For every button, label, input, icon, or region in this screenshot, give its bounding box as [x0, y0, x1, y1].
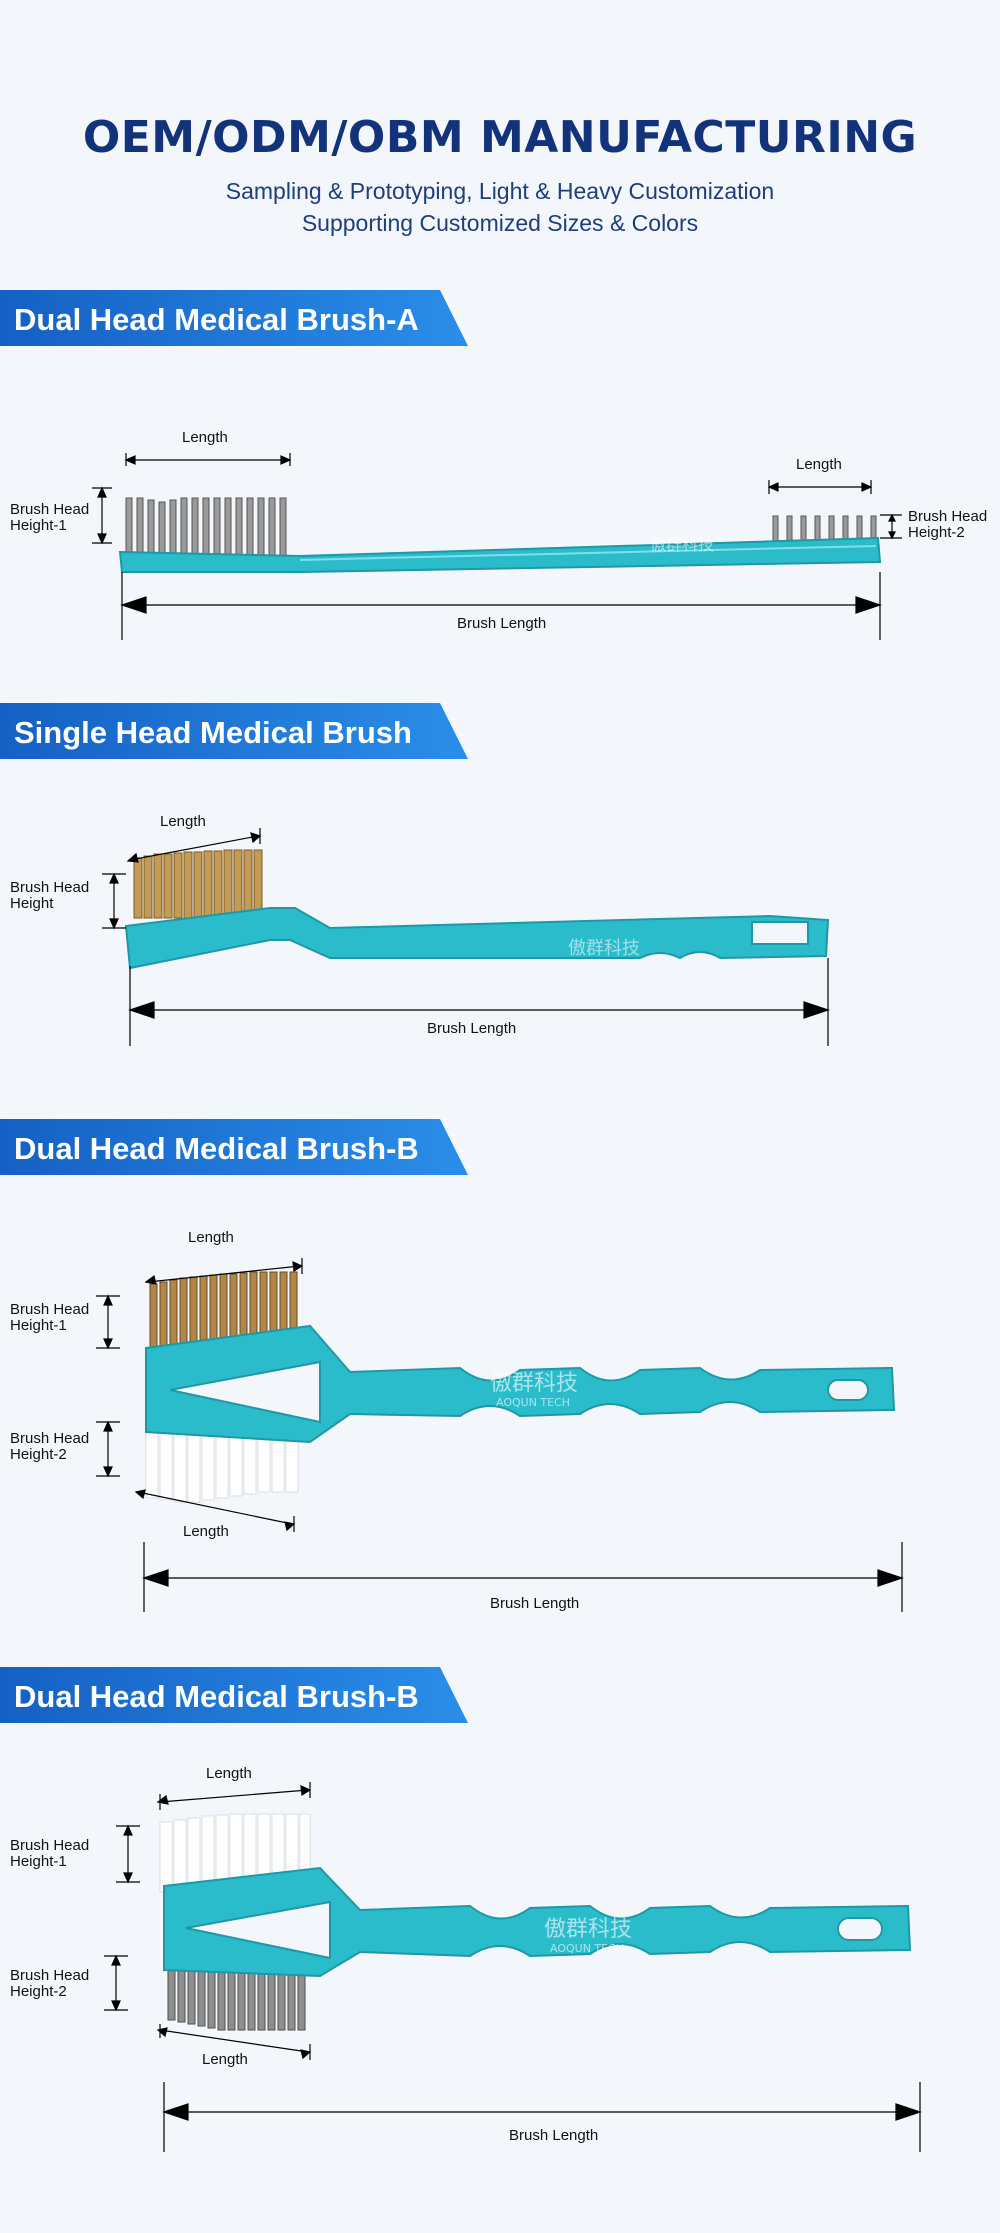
- length-label-1: Length: [188, 1229, 234, 1246]
- length-label-1: Length: [206, 1765, 252, 1782]
- hang-hole: [837, 1917, 883, 1941]
- teal-handle: [124, 907, 830, 970]
- brush-b1-diagram: 傲群科技 AOQUN TECH Length Brush Head Height…: [0, 1222, 1000, 1622]
- length-label-1: Length: [182, 429, 228, 446]
- brush-head-height-1-label: Brush Head Height-1: [10, 501, 90, 534]
- steel-bristles-head-1: [125, 497, 287, 561]
- brush-head-height-2-label: Brush Head Height-2: [908, 508, 988, 541]
- brush-b2-diagram: 傲群科技 AOQUN TECH Length Brush Head Height…: [0, 1760, 1000, 2160]
- teal-handle: [163, 1866, 912, 1978]
- page-subtitle-2: Supporting Customized Sizes & Colors: [301, 210, 699, 236]
- section-title: Dual Head Medical Brush-B: [14, 1131, 419, 1166]
- page-subtitle-1: Sampling & Prototyping, Light & Heavy Cu…: [225, 178, 775, 204]
- brush-length-label: Brush Length: [427, 1020, 517, 1037]
- length-label: Length: [160, 813, 206, 830]
- brass-bristles: [133, 849, 263, 919]
- page-title: OEM/ODM/OBM MANUFACTURING: [82, 112, 918, 163]
- teal-handle: [145, 1324, 896, 1444]
- brush-head-height-label: Brush Head Height: [10, 879, 90, 912]
- brush-a-illustration: 傲群科技: [92, 453, 902, 640]
- brush-b1-illustration: 傲群科技 AOQUN TECH: [96, 1258, 904, 1612]
- length-label-2: Length: [183, 1523, 229, 1540]
- hang-hole: [751, 921, 809, 945]
- steel-bristles-head-2: [772, 515, 877, 559]
- watermark: 傲群科技: [650, 535, 714, 554]
- section-banner-single-head: Single Head Medical Brush: [0, 703, 468, 759]
- single-head-illustration: 傲群科技: [102, 828, 830, 1046]
- brush-length-label: Brush Length: [509, 2127, 599, 2144]
- watermark: 傲群科技: [568, 938, 640, 959]
- brush-head-height-2-label: Brush Head Height-2: [10, 1430, 90, 1463]
- brush-length-label: Brush Length: [457, 615, 547, 632]
- section-title: Single Head Medical Brush: [14, 715, 412, 750]
- section-title: Dual Head Medical Brush-A: [14, 302, 419, 337]
- length-label-2: Length: [202, 2051, 248, 2068]
- single-head-diagram: 傲群科技 Length Brush Head Height Brush Leng…: [0, 808, 1000, 1058]
- svg-text:AOQUN TECH: AOQUN TECH: [550, 1942, 624, 1955]
- section-banner-brush-a: Dual Head Medical Brush-A: [0, 290, 468, 346]
- nylon-bristles-top: [159, 1813, 311, 1893]
- brush-length-label: Brush Length: [490, 1595, 580, 1612]
- section-title: Dual Head Medical Brush-B: [14, 1679, 419, 1714]
- brush-a-diagram: 傲群科技 Length Length Brush Head Height-1 B…: [0, 420, 1000, 650]
- length-label-2: Length: [796, 456, 842, 473]
- brush-head-height-2-label: Brush Head Height-2: [10, 1967, 90, 2000]
- section-banner-brush-b-1: Dual Head Medical Brush-B: [0, 1119, 468, 1175]
- brush-b2-illustration: 傲群科技 AOQUN TECH: [104, 1782, 922, 2152]
- brush-head-height-1-label: Brush Head Height-1: [10, 1837, 90, 1870]
- svg-text:AOQUN TECH: AOQUN TECH: [496, 1396, 570, 1409]
- hang-hole: [827, 1379, 869, 1401]
- watermark: 傲群科技: [490, 1371, 578, 1396]
- brush-head-height-1-label: Brush Head Height-1: [10, 1301, 90, 1334]
- section-banner-brush-b-2: Dual Head Medical Brush-B: [0, 1667, 468, 1723]
- watermark: 傲群科技: [544, 1917, 632, 1942]
